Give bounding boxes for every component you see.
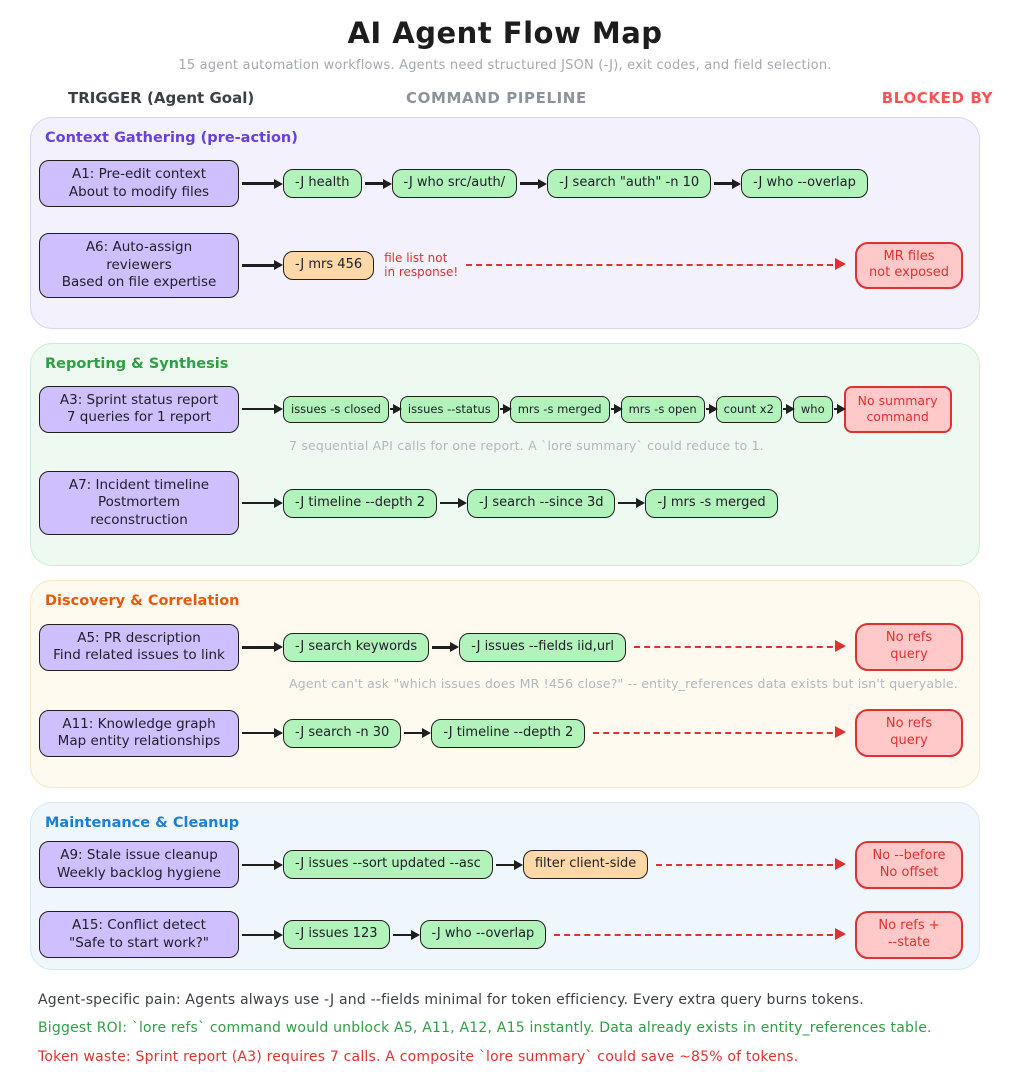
flow-map-page: AI Agent Flow Map 15 agent automation wo…	[0, 0, 1010, 1019]
pipeline-step: -J issues 123	[283, 920, 390, 950]
pipeline-step: -J issues --sort updated --asc	[283, 850, 493, 880]
pipeline-step: -J search "auth" -n 10	[547, 169, 712, 198]
pipeline-step: -J issues --fields iid,url	[459, 632, 627, 662]
footnote-token-waste: Token waste: Sprint report (A3) requires…	[38, 1048, 799, 1065]
blocked-box: No summary command	[843, 386, 952, 433]
arrow-icon	[833, 408, 843, 411]
pipeline-step: issues --status	[399, 395, 499, 423]
pipeline-step: -J timeline --depth 2	[431, 718, 586, 748]
pipeline-step: -J who --overlap	[741, 169, 868, 198]
workflow-row-a5: A5: PR description Find related issues t…	[39, 623, 963, 672]
workflow-row-a11: A11: Knowledge graph Map entity relation…	[39, 709, 963, 758]
arrow-icon	[389, 408, 399, 411]
arrow-icon	[705, 408, 715, 411]
blocked-dashed-arrow-icon	[554, 927, 846, 940]
trigger-box-a15: A15: Conflict detect "Safe to start work…	[39, 911, 239, 959]
workflow-row-a15: A15: Conflict detect "Safe to start work…	[39, 910, 963, 959]
workflow-row-a9: A9: Stale issue cleanup Weekly backlog h…	[39, 841, 963, 889]
pipeline-step: issues -s closed	[283, 395, 389, 423]
arrow-icon	[364, 182, 389, 185]
blocked-box: No refs query	[855, 709, 963, 758]
arrow-icon	[618, 501, 643, 505]
pipeline-step: mrs -s merged	[509, 395, 610, 423]
pipeline-step: -J mrs 456	[283, 250, 375, 280]
arrow-icon	[404, 731, 429, 735]
trigger-box-a11: A11: Knowledge graph Map entity relation…	[39, 709, 239, 757]
trigger-box-a1: A1: Pre-edit context About to modify fil…	[39, 160, 239, 208]
arrow-icon	[520, 182, 545, 185]
pipeline-step: who	[792, 395, 833, 423]
row-note-a5: Agent can't ask "which issues does MR !4…	[289, 676, 959, 692]
arrow-icon	[714, 182, 739, 185]
blocked-box: No --before No offset	[855, 841, 963, 889]
arrow-icon	[242, 501, 280, 505]
pipeline-step: -J search -n 30	[283, 718, 402, 748]
footnotes: Agent-specific pain: Agents always use -…	[38, 986, 1010, 1072]
arrow-icon	[242, 933, 280, 936]
blocked-dashed-arrow-icon	[466, 258, 846, 271]
footnote-agent-pain: Agent-specific pain: Agents always use -…	[38, 991, 864, 1008]
pipeline-step: -J search --since 3d	[466, 488, 616, 518]
arrow-icon	[432, 646, 457, 649]
workflow-row-a3: A3: Sprint status report 7 queries for 1…	[39, 385, 963, 433]
row-note-a3: 7 sequential API calls for one report. A…	[289, 437, 764, 453]
workflow-row-a7: A7: Incident timeline Postmortem reconst…	[39, 470, 963, 536]
blocked-dashed-arrow-icon	[634, 640, 846, 653]
arrow-icon	[242, 182, 280, 185]
arrow-icon	[242, 731, 280, 735]
blocked-box: MR files not exposed	[855, 241, 963, 290]
arrow-icon	[242, 408, 280, 411]
arrow-icon	[242, 863, 280, 867]
page-subtitle: 15 agent automation workflows. Agents ne…	[178, 58, 832, 73]
section-discovery-correlation: Discovery & Correlation A5: PR descripti…	[30, 580, 980, 789]
section-label: Reporting & Synthesis	[45, 355, 229, 372]
pipeline-step: count x2	[715, 395, 782, 423]
arrow-icon	[499, 408, 509, 411]
annotation-file-list: file list not in response!	[384, 251, 459, 280]
arrow-icon	[242, 646, 280, 649]
pipeline-step: -J who --overlap	[419, 920, 547, 950]
workflow-row-a1: A1: Pre-edit context About to modify fil…	[39, 160, 963, 208]
column-headers: TRIGGER (Agent Goal) COMMAND PIPELINE BL…	[0, 83, 1010, 117]
blocked-box: No refs + --state	[855, 910, 963, 959]
column-header-blocked: BLOCKED BY	[881, 89, 993, 107]
blocked-box: No refs query	[855, 623, 963, 672]
section-context-gathering: Context Gathering (pre-action) A1: Pre-e…	[30, 117, 980, 329]
arrow-icon	[242, 264, 280, 267]
section-label: Discovery & Correlation	[45, 593, 240, 610]
section-label: Maintenance & Cleanup	[45, 815, 240, 832]
blocked-dashed-arrow-icon	[656, 857, 846, 870]
pipeline-step: -J timeline --depth 2	[283, 488, 437, 518]
trigger-box-a6: A6: Auto-assign reviewers Based on file …	[39, 233, 239, 298]
pipeline-step: -J mrs -s merged	[645, 488, 778, 518]
column-header-trigger: TRIGGER (Agent Goal)	[68, 89, 255, 107]
arrow-icon	[439, 501, 464, 505]
arrow-icon	[495, 863, 520, 867]
trigger-box-a3: A3: Sprint status report 7 queries for 1…	[39, 385, 239, 433]
section-reporting-synthesis: Reporting & Synthesis A3: Sprint status …	[30, 342, 980, 567]
workflow-row-a6: A6: Auto-assign reviewers Based on file …	[39, 233, 963, 298]
pipeline-step: -J search keywords	[283, 632, 430, 662]
pipeline-step: filter client-side	[522, 850, 649, 880]
blocked-dashed-arrow-icon	[593, 726, 846, 739]
trigger-box-a5: A5: PR description Find related issues t…	[39, 623, 239, 671]
arrow-icon	[610, 408, 620, 411]
arrow-icon	[392, 933, 417, 936]
trigger-box-a7: A7: Incident timeline Postmortem reconst…	[39, 470, 239, 536]
pipeline-step: mrs -s open	[620, 395, 705, 423]
pipeline-step: -J who src/auth/	[391, 169, 518, 198]
column-header-pipeline: COMMAND PIPELINE	[406, 89, 587, 107]
arrow-icon	[782, 408, 792, 411]
trigger-box-a9: A9: Stale issue cleanup Weekly backlog h…	[39, 841, 239, 889]
section-label: Context Gathering (pre-action)	[45, 130, 298, 146]
page-title: AI Agent Flow Map	[347, 16, 663, 50]
pipeline-step: -J health	[283, 169, 362, 198]
section-maintenance-cleanup: Maintenance & Cleanup A9: Stale issue cl…	[30, 802, 980, 970]
